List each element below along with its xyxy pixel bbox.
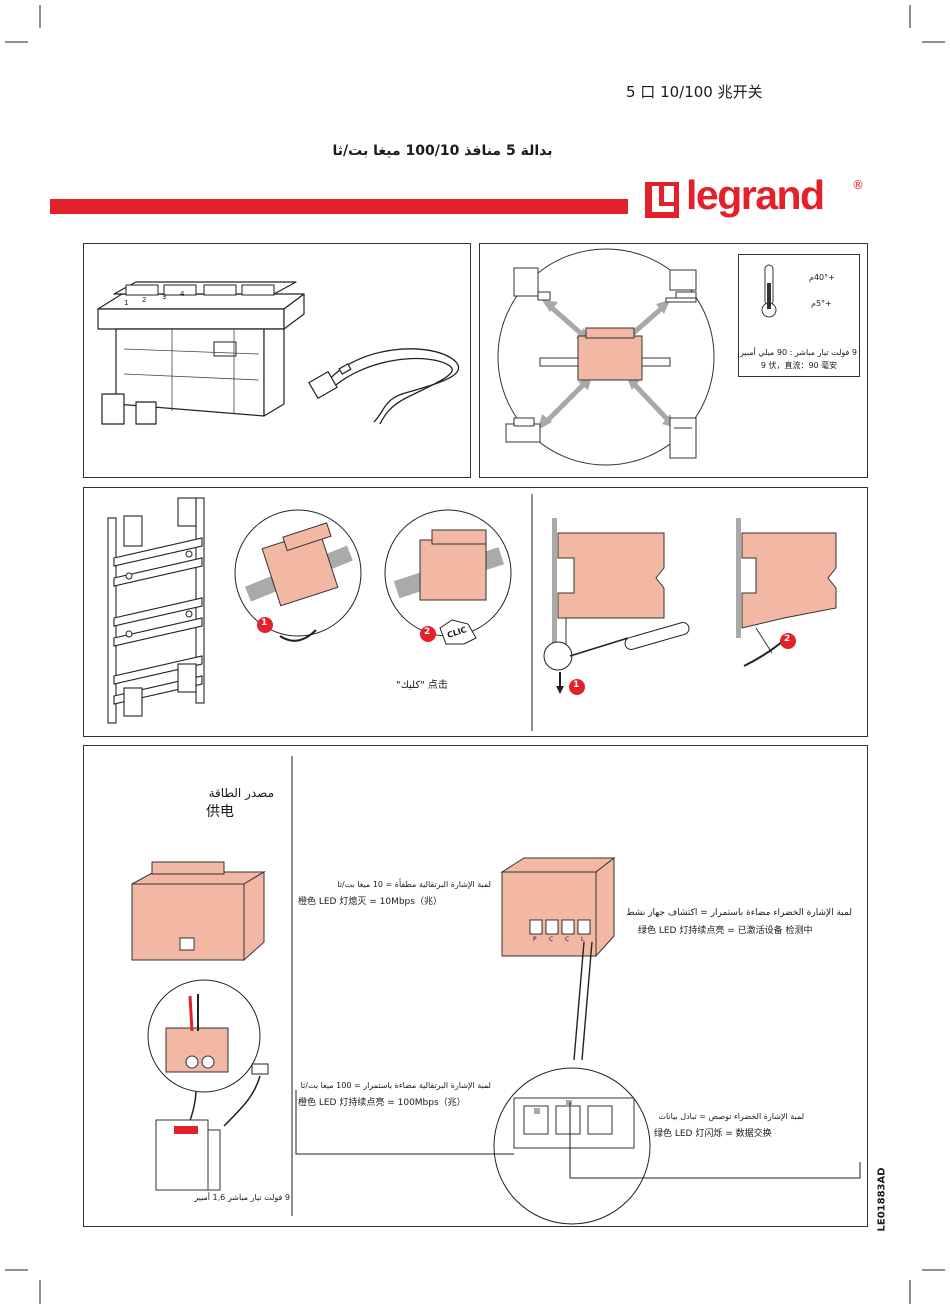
led-green-on-chinese: 绿色 LED 灯持续点亮 = 已激活设备 检测中 (638, 926, 813, 936)
port-number-4: 4 (180, 290, 185, 298)
power-title-chinese: 供电 (206, 804, 234, 820)
temp-min: +5°م (811, 299, 832, 308)
red-banner (50, 199, 628, 214)
arabic-title: بدالة 5 منافذ 100/10 ميغا بت/ثا (332, 143, 553, 159)
supply-label: 9 فولت تيار مباشر 1,6 أمبير (194, 1193, 290, 1202)
panel-topology: +40°م +5°م 9 فولت تيار مباشر : 90 ميلي أ… (479, 243, 868, 478)
led-green-blink-chinese: 绿色 LED 灯闪烁 = 数据交换 (654, 1129, 772, 1139)
switch-module-drawing (97, 281, 459, 425)
led-orange-off-arabic: لمبة الإشارة البرتقالية مطفأة = 10 ميغا … (337, 880, 491, 889)
thermometer-icon (761, 264, 777, 318)
click-caption: "كليك" 点击 (396, 680, 448, 691)
brand-wordmark: legrand (686, 172, 825, 218)
power-title-arabic: مصدر الطاقة (208, 786, 274, 800)
temp-max: +40°م (809, 273, 835, 282)
chinese-title: 5 口 10/100 兆开关 (626, 83, 763, 101)
panel-contents: 1 2 3 4 (83, 243, 471, 478)
led-orange-on-arabic: لمبة الإشارة البرتقالية مضاءة باستمرار =… (300, 1081, 491, 1090)
port-number-2: 2 (142, 296, 147, 304)
legrand-logo: legrand ® (640, 172, 868, 228)
port-letter-c2: C (565, 936, 570, 943)
power-spec-arabic: 9 فولت تيار مباشر : 90 ميلي أمبير (740, 348, 857, 357)
legrand-mark-icon (645, 182, 679, 218)
power-spec-chinese: 9 伏，直流：90 毫安 (760, 361, 838, 370)
led-orange-off-chinese: 橙色 LED 灯熄灭 = 10Mbps（兆） (298, 897, 442, 907)
panel-power-leds: مصدر الطاقة 供电 9 فولت تيار مباشر 1,6 أمب… (83, 745, 868, 1227)
led-green-on-arabic: لمبة الإشارة الخضراء مضاءة باستمرار = اك… (626, 908, 852, 918)
led-green-blink-arabic: لمبة الإشارة الخضراء توصض = تبادل بيانات (658, 1112, 804, 1121)
topology-diagram (497, 248, 715, 466)
step1-badge-remove: 1 (573, 680, 580, 690)
mounting-drawings (107, 494, 837, 731)
port-letter-l: L (581, 936, 585, 943)
port-letter-c1: C (549, 936, 554, 943)
port-number-3: 3 (162, 293, 167, 301)
step2-badge-remove: 2 (784, 634, 791, 644)
specs-box: +40°م +5°م 9 فولت تيار مباشر : 90 ميلي أ… (738, 254, 860, 377)
port-number-1: 1 (124, 299, 129, 307)
panel-mounting: 1 2 CLIC "كليك" 点击 1 2 (83, 487, 868, 737)
registered-mark: ® (852, 178, 864, 192)
document-code: LE01883AD (876, 1167, 888, 1232)
led-orange-on-chinese: 橙色 LED 灯持续点亮 = 100Mbps（兆） (298, 1098, 466, 1108)
port-letter-p: P (533, 936, 537, 943)
step2-badge-mount: 2 (424, 627, 431, 637)
step1-badge-mount: 1 (261, 618, 268, 628)
power-led-drawings (131, 756, 861, 1225)
